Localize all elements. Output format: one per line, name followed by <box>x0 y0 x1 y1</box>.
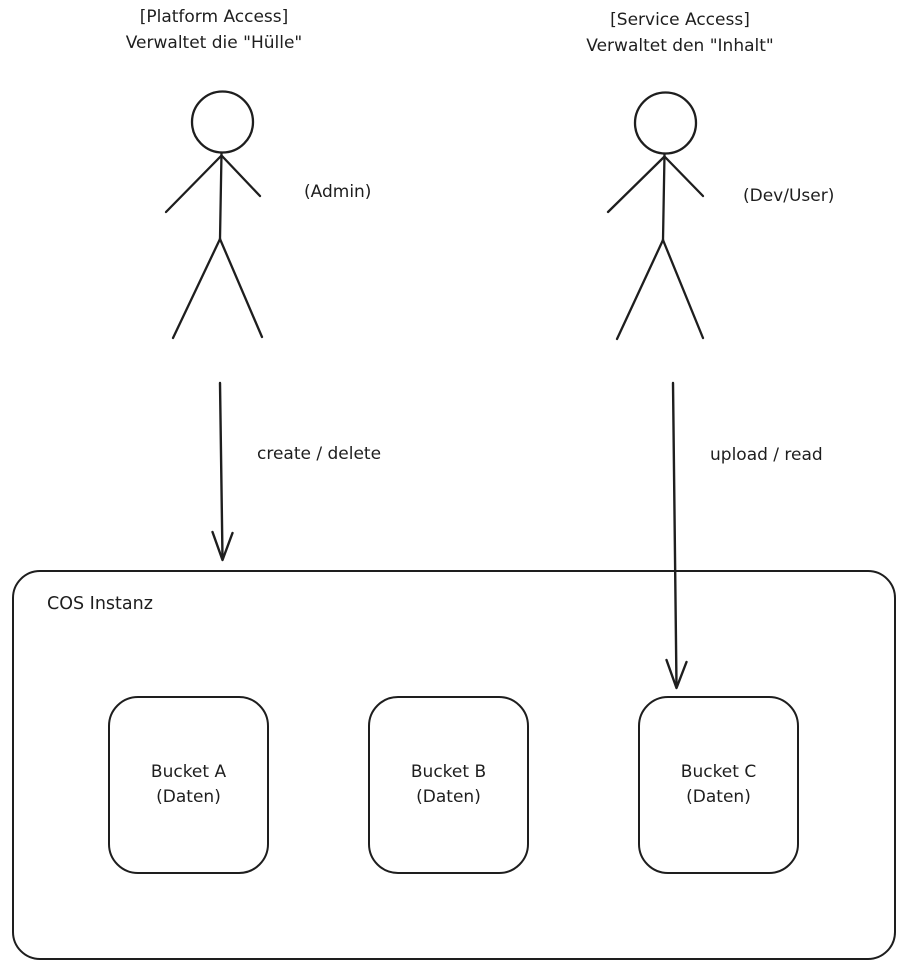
devuser-left-arm <box>606 155 666 214</box>
create-delete-arrow-label: create / delete <box>257 444 382 464</box>
upload-read-arrow-label: upload / read <box>710 445 823 465</box>
devuser-role-label: (Dev/User) <box>743 186 835 206</box>
cos-instance-title: COS Instanz <box>47 594 153 614</box>
admin-body <box>218 151 223 241</box>
bucket-a-sub: (Daten) <box>156 787 221 807</box>
admin-left-leg <box>171 237 222 340</box>
bucket-a-name: Bucket A <box>150 762 227 782</box>
bucket-c-sub: (Daten) <box>686 787 751 807</box>
bucket-c-box: Bucket C (Daten) <box>638 696 799 874</box>
admin-role-label: (Admin) <box>304 182 372 202</box>
create-delete-arrow <box>211 381 234 562</box>
create-delete-arrow-shaft <box>218 381 224 560</box>
service-access-subtitle: Verwaltet den "Inhalt" <box>586 36 774 56</box>
devuser-right-leg <box>661 238 705 340</box>
bucket-b-box: Bucket B (Daten) <box>368 696 529 874</box>
admin-actor-figure <box>164 90 264 340</box>
platform-access-title: [Platform Access] <box>139 7 289 27</box>
bucket-a-box: Bucket A (Daten) <box>108 696 269 874</box>
admin-right-leg <box>218 237 264 339</box>
bucket-c-name: Bucket C <box>680 762 757 782</box>
devuser-body <box>661 152 666 242</box>
admin-head <box>190 90 255 154</box>
service-access-title: [Service Access] <box>610 10 750 30</box>
devuser-right-arm <box>663 155 705 198</box>
devuser-head <box>633 91 698 155</box>
bucket-b-sub: (Daten) <box>416 787 481 807</box>
devuser-actor-figure <box>606 91 705 341</box>
bucket-b-name: Bucket B <box>410 762 487 782</box>
service-access-header: [Service Access] Verwaltet den "Inhalt" <box>530 7 830 59</box>
devuser-left-leg <box>615 238 665 341</box>
create-delete-arrowhead-icon <box>211 530 234 562</box>
platform-access-header: [Platform Access] Verwaltet die "Hülle" <box>64 4 364 56</box>
cos-instance-box: COS Instanz Bucket A (Daten) Bucket B (D… <box>12 570 896 960</box>
platform-access-subtitle: Verwaltet die "Hülle" <box>125 33 303 53</box>
admin-left-arm <box>164 154 223 214</box>
admin-right-arm <box>220 154 262 198</box>
